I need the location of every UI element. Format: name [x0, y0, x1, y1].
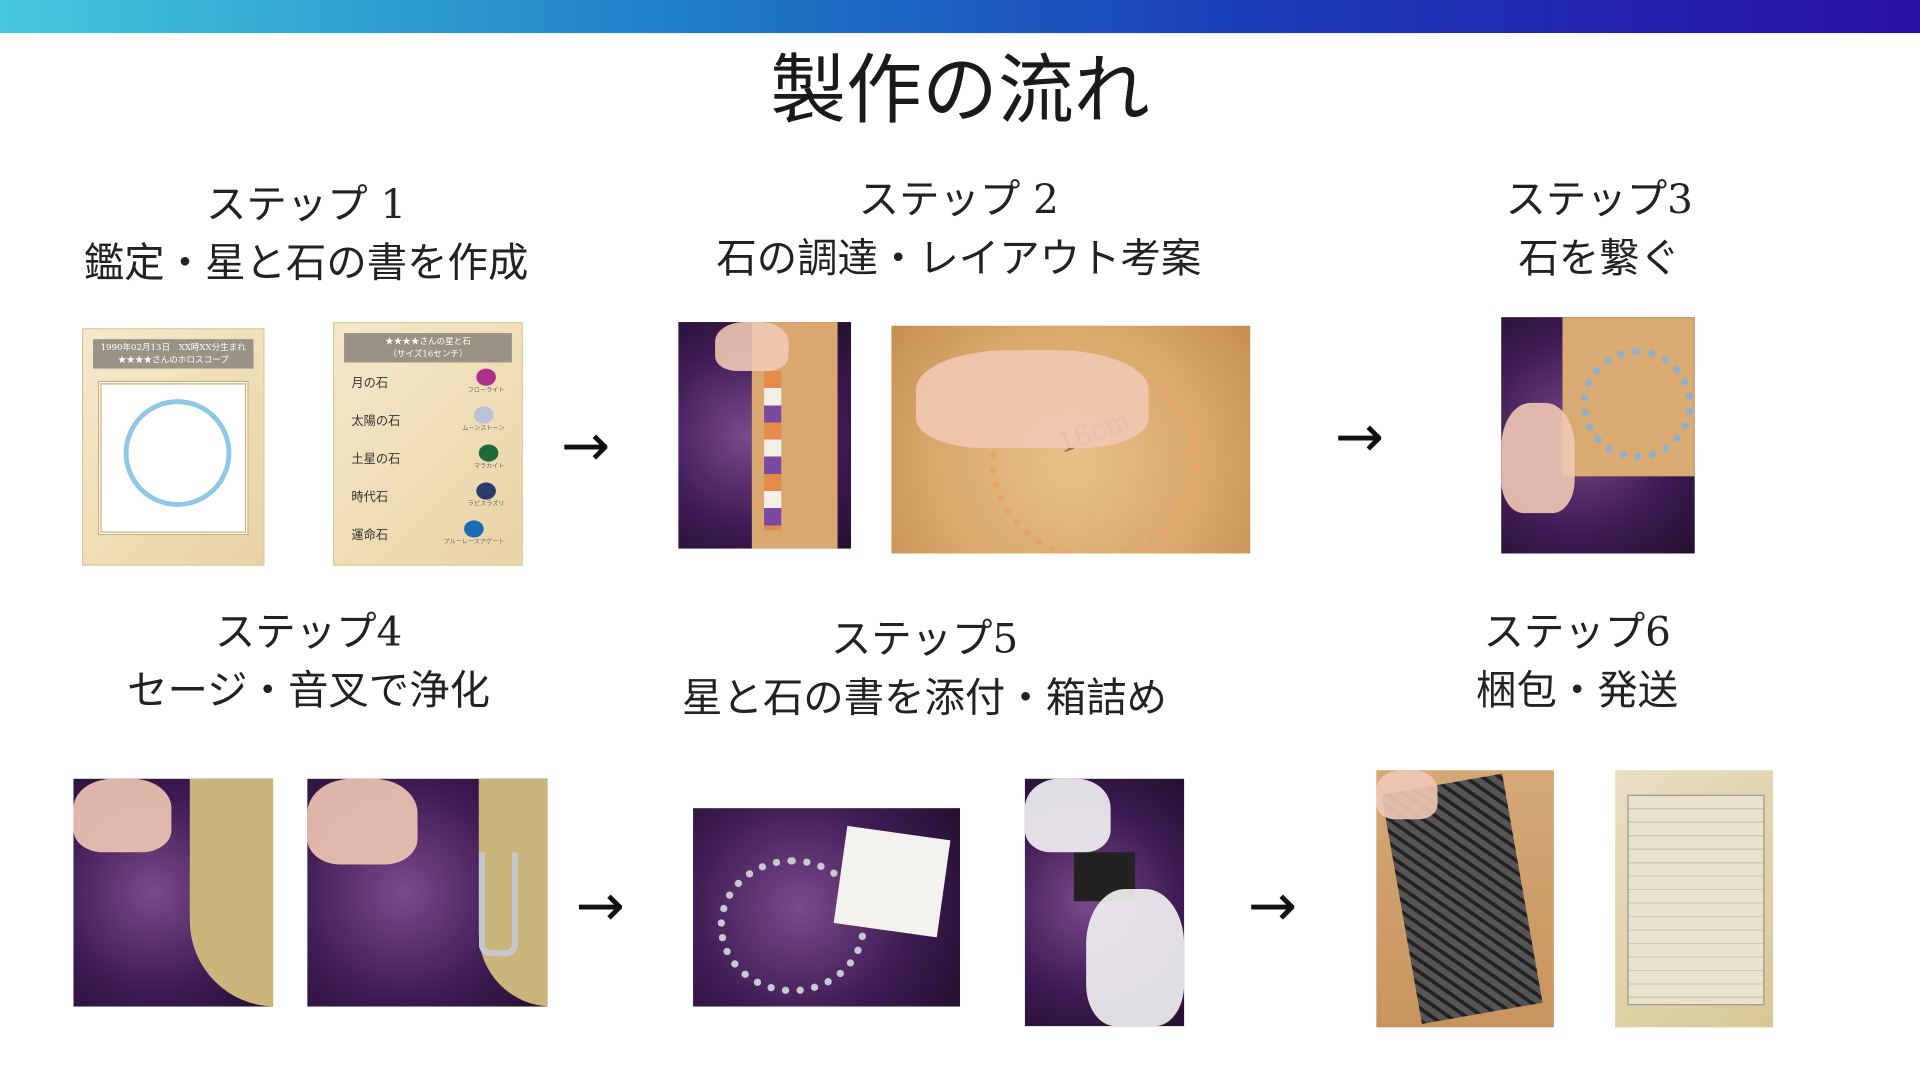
packaging-net-photo [1376, 770, 1554, 1028]
step-6-heading: ステップ6 梱包・発送 [1259, 602, 1896, 720]
bracelet-with-card-photo [693, 808, 961, 1007]
step-desc: 梱包・発送 [1476, 666, 1679, 714]
stone-row: 月の石フローライト [334, 362, 521, 400]
doc-size-line: （サイズ16センチ） [388, 348, 468, 359]
step-label: ステップ5 [830, 614, 1019, 663]
stone-row: 時代石ラピスラズリ [334, 476, 521, 514]
step-3-heading: ステップ3 石を繋ぐ [1281, 170, 1918, 288]
stringing-beads-photo [1501, 317, 1695, 554]
step-label: ステップ 2 [858, 175, 1059, 223]
doc-title-line: ★★★★さんの星と石 [385, 336, 471, 347]
arrow-icon: → [1247, 871, 1298, 941]
boxing-photo [1024, 778, 1185, 1027]
bracelet-board-photo: 16cm [891, 325, 1251, 554]
shipping-package-photo [1615, 770, 1774, 1028]
stone-icon [479, 444, 499, 462]
arrow-icon: → [575, 871, 625, 941]
step-desc: 石を繋ぐ [1518, 233, 1681, 282]
sage-cleansing-photo [73, 778, 274, 1007]
arrow-icon: → [1334, 402, 1384, 472]
stone-icon [476, 482, 496, 500]
stone-icon [464, 520, 484, 538]
stone-row-label: 太陽の石 [351, 415, 401, 429]
header-gradient-bar [0, 0, 1920, 34]
step-4-heading: ステップ4 セージ・音叉で浄化 [0, 602, 627, 720]
step-desc: 石の調達・レイアウト考案 [716, 233, 1202, 282]
horoscope-document-image: 1990年02月13日 XX時XX分生まれ ★★★★さんのホロスコープ [82, 328, 265, 566]
bead-tray-photo [678, 322, 852, 549]
horoscope-chart [97, 380, 249, 536]
stone-row: 運命石ブルーレースアゲート [334, 514, 521, 552]
stones-document-image: ★★★★さんの星と石（サイズ16センチ） 月の石フローライト太陽の石ムーンストー… [333, 322, 523, 566]
step-label: ステップ3 [1505, 175, 1693, 223]
step-1-heading: ステップ 1 鑑定・星と石の書を作成 [0, 175, 624, 293]
step-desc: セージ・音叉で浄化 [127, 666, 491, 714]
step-desc: 星と石の書を添付・箱詰め [682, 673, 1167, 722]
doc-title-line: ★★★★さんのホロスコープ [117, 355, 229, 365]
stone-name: ムーンストーン [462, 424, 505, 433]
step-label: ステップ 1 [206, 180, 407, 228]
stone-name: ラピスラズリ [467, 500, 505, 509]
stone-row: 土星の石マラカイト [334, 438, 521, 476]
step-label: ステップ4 [214, 607, 403, 656]
stone-row: 太陽の石ムーンストーン [334, 400, 521, 438]
stone-icon [473, 406, 494, 424]
page-title: 製作の流れ [770, 45, 1150, 135]
step-5-heading: ステップ5 星と石の書を添付・箱詰め [606, 610, 1243, 728]
stone-name: ブルーレースアゲート [443, 538, 505, 547]
stone-row-label: 運命石 [351, 528, 389, 543]
stone-row-label: 時代石 [351, 491, 389, 505]
stone-name: フローライト [467, 386, 505, 395]
stone-name: マラカイト [473, 462, 505, 471]
step-desc: 鑑定・星と石の書を作成 [83, 238, 529, 287]
stone-row-label: 月の石 [351, 377, 389, 391]
step-2-heading: ステップ 2 石の調達・レイアウト考案 [640, 170, 1277, 288]
stone-row-label: 土星の石 [351, 453, 401, 467]
doc-birth-line: 1990年02月13日 XX時XX分生まれ [100, 342, 246, 353]
stone-icon [476, 368, 496, 386]
step-label: ステップ6 [1483, 607, 1671, 656]
arrow-icon: → [560, 411, 611, 481]
tuning-fork-photo [307, 778, 548, 1007]
